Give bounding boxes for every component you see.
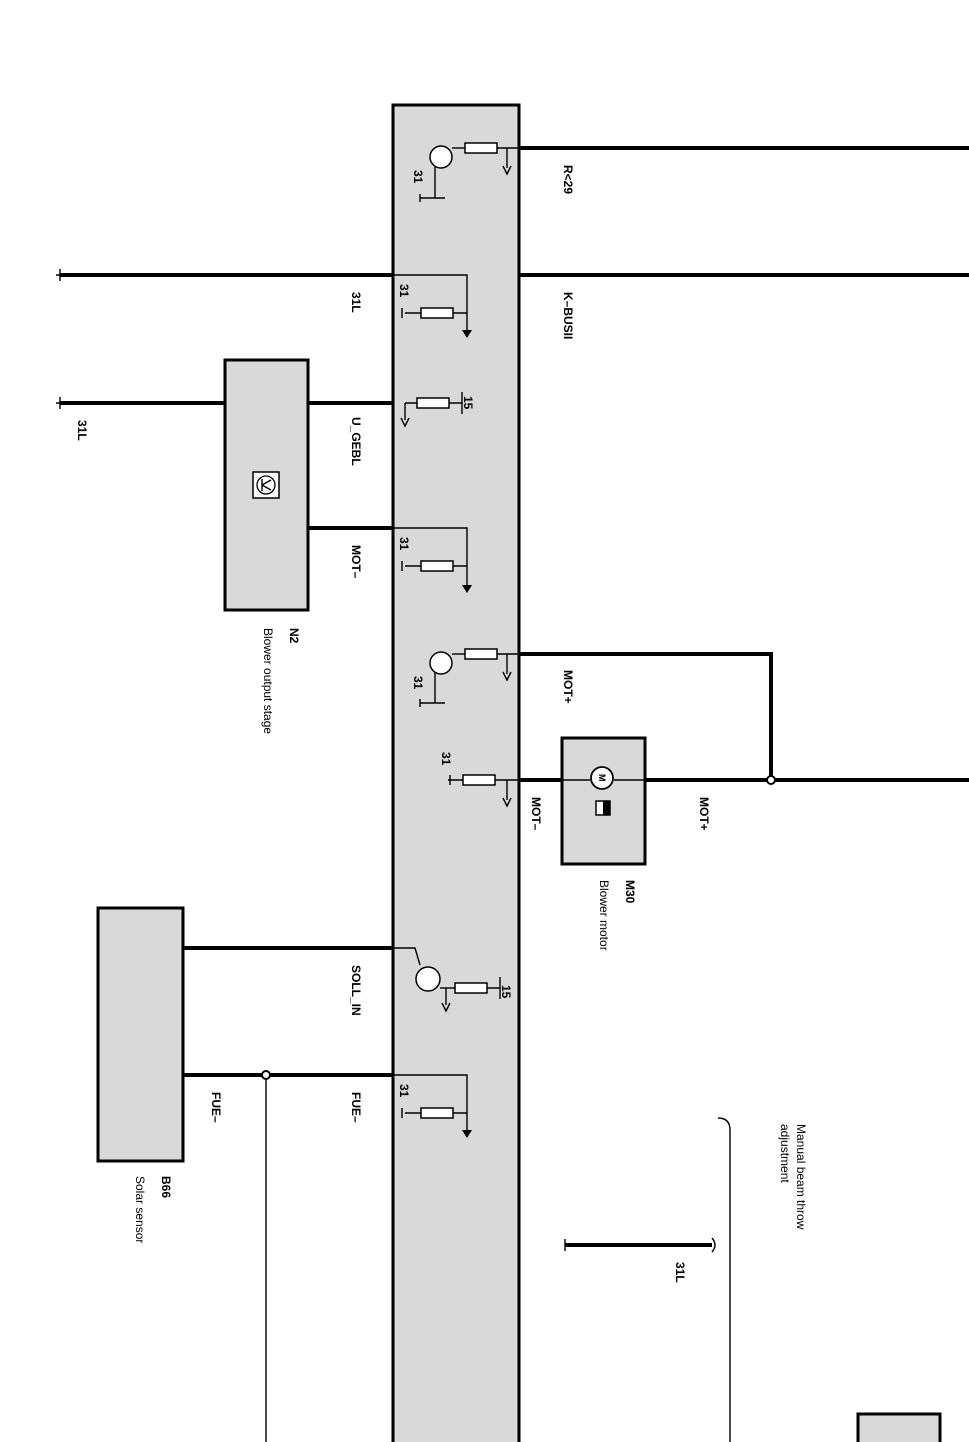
resistor-31-kbus-icon — [393, 274, 472, 338]
pin-15-ugebl: 15 — [461, 396, 475, 410]
annotation-line1: Manual beam throw — [794, 1124, 808, 1230]
n2-name: Blower output stage — [261, 628, 275, 734]
label-31l-bottom: 31L — [673, 1262, 687, 1283]
pin-31-fue: 31 — [397, 1084, 411, 1098]
wire-mot-plus-loop — [519, 652, 773, 780]
label-31l-left: 31L — [75, 420, 89, 441]
transistor-r29-icon — [419, 142, 519, 202]
resistor-31-m30-icon — [448, 774, 519, 808]
pin-31-r29: 31 — [411, 170, 425, 184]
label-mot-minus-n2: MOT– — [349, 545, 363, 579]
pin-15-soll-in: 15 — [499, 985, 513, 999]
transistor-n2-icon — [252, 471, 280, 499]
label-u-gebl: U_GEBL — [349, 417, 363, 466]
b66-solar-sensor — [96, 906, 185, 1163]
pin-31-mot-minus: 31 — [397, 537, 411, 551]
label-fue-right: FUE– — [349, 1092, 363, 1123]
label-mot-minus-m30: MOT– — [529, 797, 543, 831]
transistor-soll-in-icon — [393, 947, 501, 1013]
resistor-31-fue-icon — [393, 1074, 472, 1138]
splice-fue — [261, 1070, 271, 1080]
label-mot-plus-right: MOT+ — [561, 670, 575, 704]
pin-31-m30: 31 — [439, 752, 453, 766]
label-fue-left: FUE– — [209, 1092, 223, 1123]
splice-mot-plus — [766, 775, 776, 785]
label-31l-top: 31L — [349, 292, 363, 313]
motor-icon — [562, 766, 645, 816]
label-kbus: K–BUSII — [561, 292, 575, 339]
resistor-15-ugebl-icon — [400, 392, 463, 428]
pin-31-mot-plus: 31 — [411, 676, 425, 690]
label-r29: R<29 — [561, 165, 575, 194]
pin-31-kbus: 31 — [397, 284, 411, 298]
control-module — [391, 103, 521, 1442]
beam-adjust-bracket — [717, 1117, 731, 1442]
partial-component — [856, 1412, 942, 1442]
m30-name: Blower motor — [597, 880, 611, 951]
bracket-tick — [711, 1237, 716, 1253]
resistor-31-mot-minus-icon — [393, 527, 472, 593]
label-mot-plus-m30: MOT+ — [697, 797, 711, 831]
b66-id: B66 — [159, 1176, 173, 1198]
b66-name: Solar sensor — [133, 1176, 147, 1243]
n2-id: N2 — [287, 628, 301, 644]
motor-symbol-label: M — [597, 774, 607, 782]
ground-n2-icon — [56, 397, 64, 409]
annotation-line2: adjustment — [778, 1124, 792, 1183]
label-soll-in: SOLL_IN — [349, 965, 363, 1016]
m30-id: M30 — [623, 880, 637, 904]
ground-top-icon — [56, 269, 64, 281]
transistor-mot-plus-icon — [419, 648, 519, 707]
